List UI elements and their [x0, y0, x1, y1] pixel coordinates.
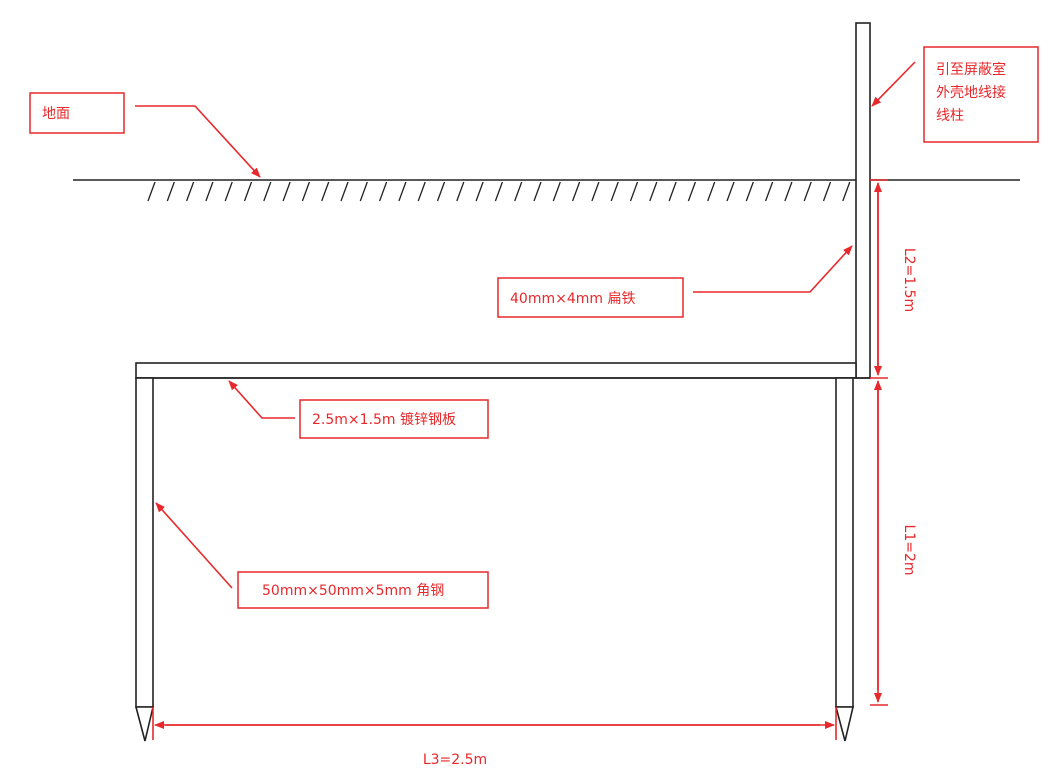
- dimension-l2-label: L2=1.5m: [901, 248, 917, 312]
- hatch-mark: [707, 181, 716, 202]
- hatch-mark: [610, 181, 619, 202]
- svg-text:40mm×4mm 扁铁: 40mm×4mm 扁铁: [510, 291, 635, 307]
- galvanized-steel-plate: [135, 362, 857, 379]
- svg-text:地面: 地面: [42, 106, 70, 122]
- hatch-mark: [842, 181, 851, 202]
- hatch-mark: [166, 181, 175, 202]
- hatch-mark: [456, 181, 465, 202]
- hatch-mark: [301, 181, 311, 202]
- hatch-mark: [764, 181, 774, 202]
- dimension-l1: L1=2m: [870, 380, 917, 706]
- hatch-mark: [378, 181, 388, 202]
- callout-lead-line: 引至屏蔽室 外壳地线接 线柱: [871, 46, 1039, 143]
- svg-text:50mm×50mm×5mm 角钢: 50mm×50mm×5mm 角钢: [262, 583, 444, 599]
- hatch-mark: [571, 181, 581, 202]
- svg-text:外壳地线接: 外壳地线接: [936, 84, 1006, 101]
- dimension-l2: L2=1.5m: [870, 179, 917, 379]
- hatch-mark: [552, 181, 561, 202]
- hatch-mark: [803, 181, 812, 202]
- hatch-mark: [398, 181, 407, 202]
- hatch-mark: [282, 181, 291, 202]
- hatch-mark: [533, 181, 542, 202]
- hatch-mark: [417, 181, 426, 202]
- svg-text:2.5m×1.5m 镀锌钢板: 2.5m×1.5m 镀锌钢板: [312, 411, 456, 428]
- hatch-mark: [649, 181, 658, 202]
- hatch-mark: [243, 181, 253, 202]
- hatch-mark: [263, 181, 272, 202]
- hatch-mark: [147, 181, 156, 202]
- angle-steel-left: [134, 377, 155, 742]
- hatch-mark: [668, 181, 677, 202]
- callout-angle-steel: 50mm×50mm×5mm 角钢: [155, 502, 489, 609]
- hatch-mark: [475, 181, 484, 202]
- hatch-mark: [822, 181, 832, 202]
- dimension-l3: L3=2.5m: [152, 707, 837, 768]
- hatch-mark: [514, 181, 523, 202]
- dimension-l1-label: L1=2m: [901, 525, 917, 576]
- hatch-mark: [359, 181, 368, 202]
- hatch-mark: [745, 181, 754, 202]
- hatch-mark: [726, 181, 735, 202]
- hatch-mark: [629, 181, 639, 202]
- hatch-mark: [784, 181, 793, 202]
- hatch-mark: [205, 181, 214, 202]
- hatch-mark: [436, 181, 446, 202]
- callout-ground: 地面: [29, 92, 261, 178]
- callout-plate: 2.5m×1.5m 镀锌钢板: [228, 380, 489, 439]
- svg-text:引至屏蔽室: 引至屏蔽室: [936, 61, 1006, 78]
- hatch-mark: [185, 181, 195, 202]
- flat-iron-post: [855, 22, 871, 379]
- hatch-mark: [321, 181, 330, 202]
- hatch-mark: [494, 181, 504, 202]
- svg-text:线柱: 线柱: [936, 108, 964, 124]
- hatch-mark: [591, 181, 600, 202]
- angle-steel-right: [834, 377, 855, 742]
- ground-hatching: [147, 181, 870, 202]
- hatch-mark: [224, 181, 233, 202]
- hatch-mark: [687, 181, 697, 202]
- dimension-l3-label: L3=2.5m: [423, 752, 487, 768]
- callout-flat-iron: 40mm×4mm 扁铁: [497, 245, 853, 318]
- hatch-mark: [340, 181, 349, 202]
